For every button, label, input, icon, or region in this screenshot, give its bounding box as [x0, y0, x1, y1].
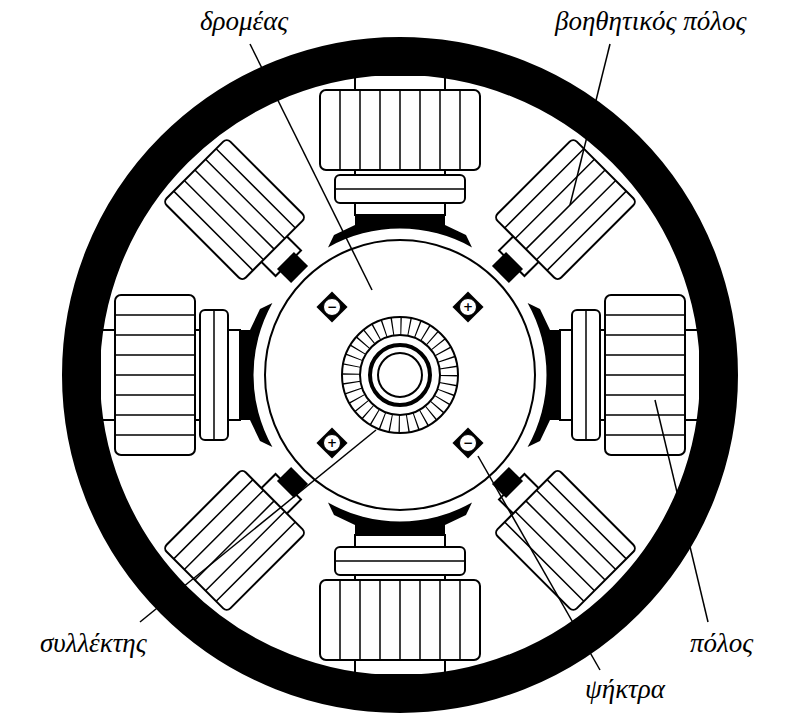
polarity-sign: − — [463, 437, 473, 449]
commutator — [342, 317, 458, 433]
leader-lines — [140, 44, 708, 670]
part-label: ψήκτρα — [585, 674, 665, 705]
polarity-sign: + — [463, 301, 473, 313]
yoke-frame — [81, 56, 719, 694]
polarity-sign: + — [327, 437, 337, 449]
part-label: συλλέκτης — [40, 628, 147, 659]
rotor — [265, 240, 535, 510]
poles — [100, 75, 700, 675]
brushes — [316, 291, 483, 458]
part-label: δρομέας — [200, 6, 288, 37]
part-label: πόλος — [690, 628, 753, 659]
polarity-sign: − — [327, 301, 337, 313]
part-label: βοηθητικός πόλος — [555, 6, 747, 37]
